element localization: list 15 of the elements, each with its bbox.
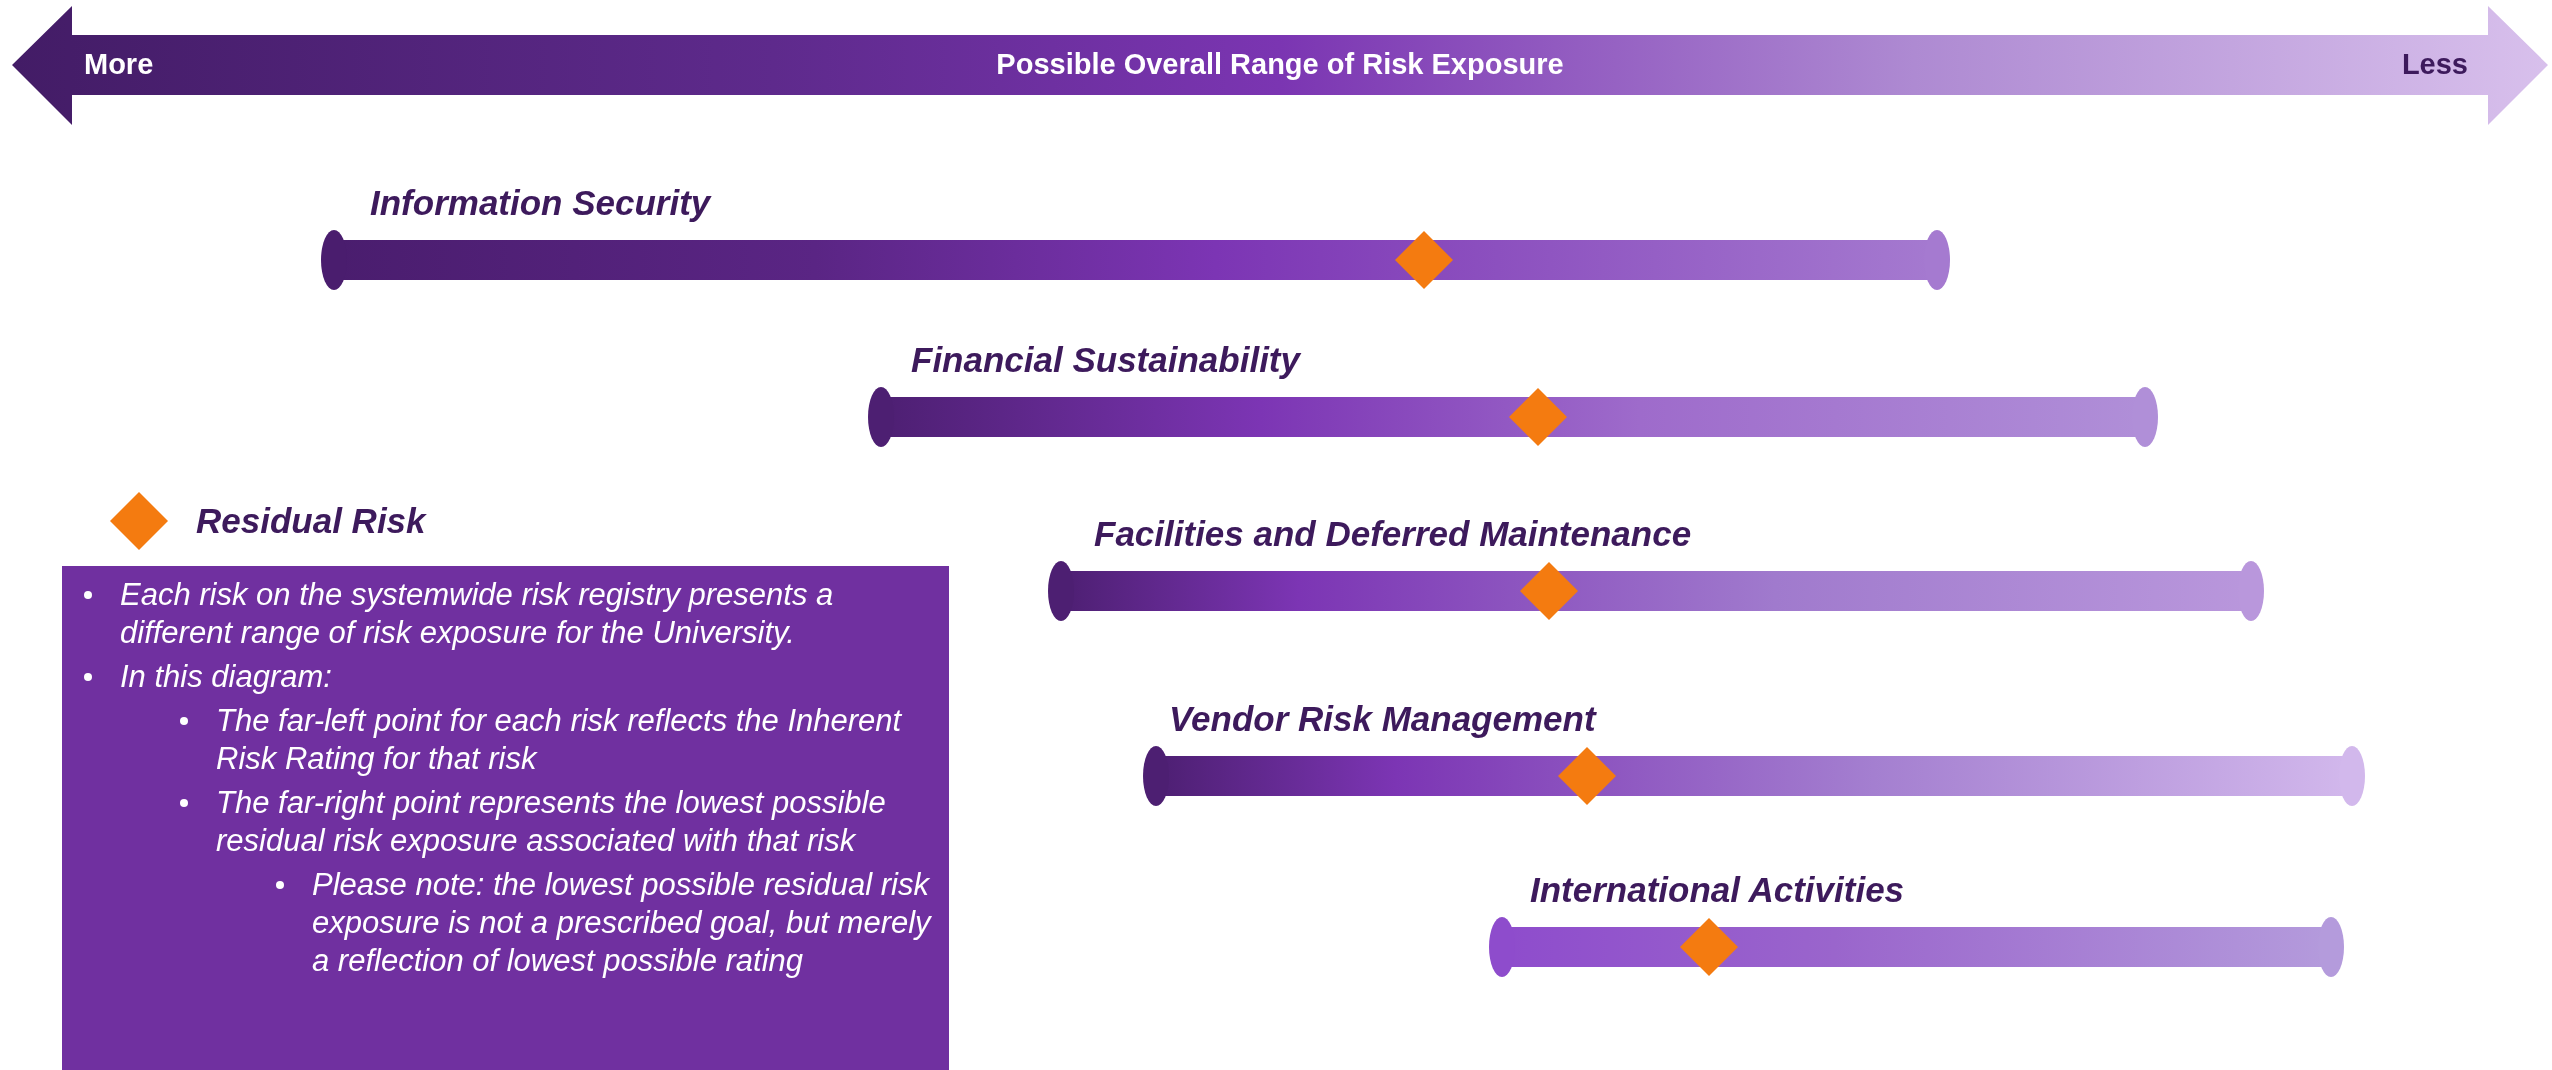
bullet-text: Each risk on the systemwide risk registry presents a different range of risk exposure for the University. <box>120 576 835 652</box>
risk-heading: International Activities <box>1530 869 1905 911</box>
risk-heading: Facilities and Deferred Maintenance <box>1094 513 1692 555</box>
risk-heading: Financial Sustainability <box>911 339 1300 381</box>
bullet-text: Please note: the lowest possible residual risk exposure is not a prescribed goal, but merely a reflection of lowest possible rating <box>312 866 933 980</box>
bullet-text: The far-left point for each risk reflects the Inherent Risk Rating for that risk <box>216 702 903 778</box>
risk-heading: Information Security <box>370 182 711 224</box>
scale-end-label: More <box>84 47 154 83</box>
note-panel <box>62 566 949 1070</box>
bullet-text: The far-right point represents the lowest possible residual risk exposure associated with that risk <box>216 784 887 860</box>
scale-title: Possible Overall Range of Risk Exposure <box>996 47 1564 83</box>
legend-label: Residual Risk <box>196 499 426 542</box>
bullet-text: In this diagram: <box>120 658 332 696</box>
risk-heading: Vendor Risk Management <box>1169 698 1596 740</box>
scale-end-label: Less <box>2401 47 2468 83</box>
